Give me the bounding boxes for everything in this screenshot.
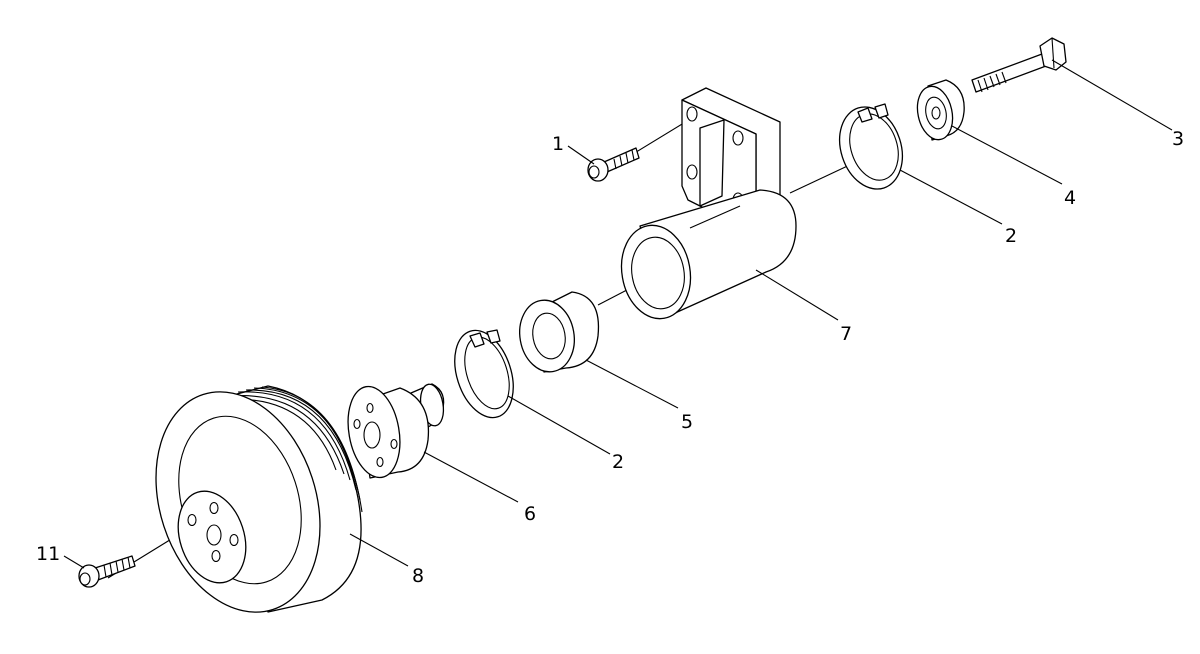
- callout-3: 3: [1172, 128, 1184, 150]
- bracket-housing-part-7: [620, 87, 797, 320]
- bushing-part-5: [519, 291, 600, 373]
- callout-5: 5: [681, 411, 693, 433]
- washer-part-4: [916, 79, 965, 141]
- hub-part-6: [347, 383, 445, 479]
- callout-1: 1: [552, 133, 564, 155]
- callout-2-lower: 2: [612, 451, 624, 473]
- callout-labels: 1 3 4 2 7 5 2 6 8 11: [36, 128, 1184, 587]
- callout-8: 8: [412, 565, 424, 587]
- bolt-part-1: [587, 147, 640, 182]
- callout-6: 6: [524, 503, 536, 525]
- callout-11: 11: [36, 543, 60, 565]
- pulley-part-8: [155, 385, 363, 613]
- bolt-part-11: [78, 555, 136, 588]
- bolt-part-3: [971, 37, 1067, 93]
- callout-2-upper: 2: [1005, 225, 1017, 247]
- circlip-part-2-lower: [454, 329, 514, 419]
- callout-4: 4: [1064, 187, 1076, 209]
- callout-leader-lines: [63, 59, 1173, 569]
- circlip-part-2-upper: [839, 103, 903, 190]
- callout-7: 7: [840, 323, 852, 345]
